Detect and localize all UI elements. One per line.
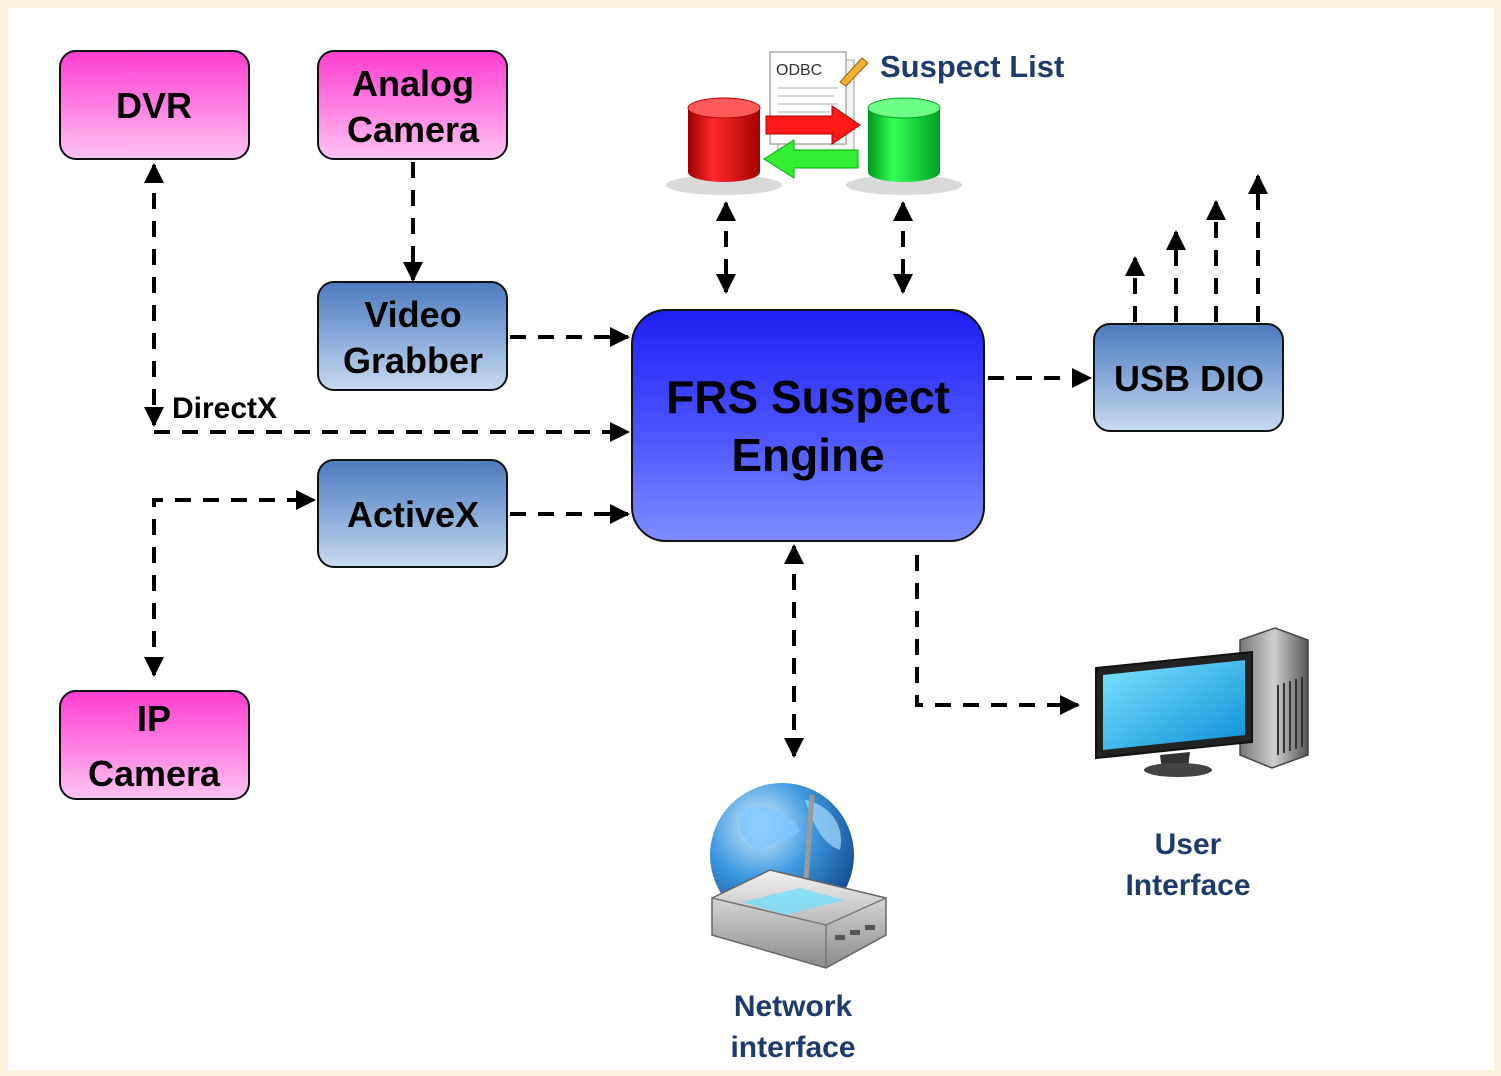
suspect-list-caption: Suspect List <box>880 49 1064 84</box>
red-database-icon <box>666 97 782 195</box>
activex-label: ActiveX <box>347 494 479 535</box>
ip-camera-box: IP Camera <box>59 690 250 800</box>
engine-to-user-interface-connector <box>915 555 1080 715</box>
desktop-computer-icon <box>1095 627 1309 777</box>
globe-router-icon <box>710 783 887 969</box>
dvr-label: DVR <box>116 85 192 126</box>
ip-camera-label-line2: Camera <box>88 753 221 794</box>
activex-box: ActiveX <box>317 459 508 568</box>
diagram-svg: DVR Analog Camera IP Camera Video Grabbe… <box>59 49 1309 1064</box>
usb-dio-box: USB DIO <box>1093 323 1284 432</box>
ip-camera-label-line1: IP <box>137 698 171 739</box>
video-grabber-box: Video Grabber <box>317 281 508 391</box>
odbc-document-icon: ODBC <box>769 51 869 153</box>
sync-arrow-red <box>765 105 861 145</box>
engine-label-line2: Engine <box>731 429 884 481</box>
frs-suspect-engine-box: FRS Suspect Engine <box>631 309 985 542</box>
directx-label: DirectX <box>172 392 277 425</box>
odbc-label: ODBC <box>776 62 822 79</box>
connectors <box>144 162 1268 758</box>
suspect-list-group: ODBC Suspect List <box>666 49 1064 195</box>
video-grabber-label-line1: Video <box>364 294 461 335</box>
dvr-box: DVR <box>59 50 250 160</box>
analog-camera-label-line1: Analog <box>352 63 474 104</box>
green-database-icon <box>846 97 962 195</box>
network-interface-caption-line1: Network <box>734 990 853 1023</box>
ipcam-to-activex-connector <box>144 490 316 677</box>
architecture-diagram: DVR Analog Camera IP Camera Video Grabbe… <box>8 8 1494 1070</box>
analog-camera-box: Analog Camera <box>317 50 508 160</box>
user-interface-caption-line2: Interface <box>1125 869 1250 902</box>
video-grabber-label-line2: Grabber <box>343 340 483 381</box>
sync-arrow-green <box>763 139 859 179</box>
engine-label-line1: FRS Suspect <box>666 371 950 423</box>
user-interface-caption-line1: User <box>1155 828 1222 861</box>
network-interface-caption-line2: interface <box>730 1031 855 1064</box>
analog-camera-label-line2: Camera <box>347 109 480 150</box>
usb-dio-label: USB DIO <box>1114 358 1264 399</box>
